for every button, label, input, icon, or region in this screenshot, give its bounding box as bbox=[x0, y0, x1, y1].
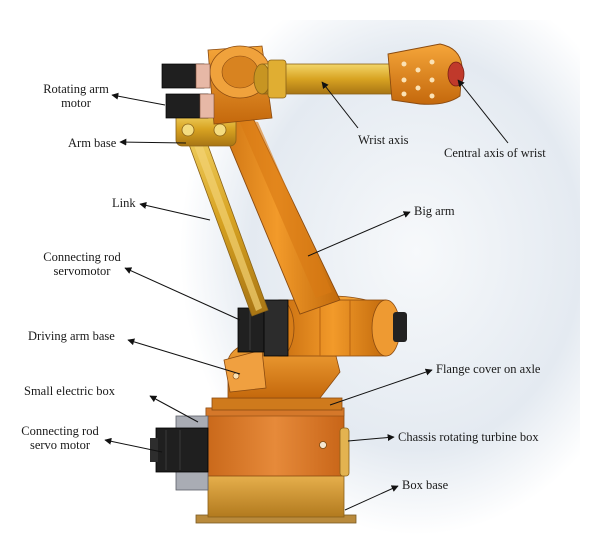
arrow-driving-arm-base bbox=[127, 338, 241, 375]
label-driving-arm-base: Driving arm base bbox=[28, 329, 115, 343]
arrow-flange-cover-on-axle bbox=[329, 368, 433, 406]
turbine-box bbox=[339, 427, 350, 477]
label-link: Link bbox=[112, 196, 136, 210]
arrow-wrist-axis bbox=[321, 81, 359, 129]
label-central-axis-of-wrist: Central axis of wrist bbox=[444, 146, 546, 160]
wrist-axis-tube bbox=[253, 59, 403, 99]
label-small-electric-box: Small electric box bbox=[24, 384, 115, 398]
arrow-connecting-rod-servomotor bbox=[124, 267, 241, 321]
arrow-central-axis-of-wrist bbox=[457, 79, 509, 144]
chassis-bolt bbox=[319, 441, 327, 449]
label-big-arm: Big arm bbox=[414, 204, 455, 218]
turntable bbox=[211, 397, 343, 411]
label-flange-cover-on-axle: Flange cover on axle bbox=[436, 362, 541, 376]
arrow-link bbox=[139, 201, 211, 221]
label-wrist-axis: Wrist axis bbox=[358, 133, 409, 147]
box-base bbox=[207, 474, 345, 518]
base-servo-motor bbox=[155, 427, 209, 473]
arrow-big-arm bbox=[307, 211, 411, 257]
arrow-chassis-rotating-turbine-box bbox=[347, 434, 395, 442]
arrow-rotating-arm-motor bbox=[111, 92, 166, 106]
label-arm-base: Arm base bbox=[68, 136, 117, 150]
arrow-connecting-rod-servo-motor bbox=[104, 437, 163, 453]
label-chassis-rotating-turbine-box: Chassis rotating turbine box bbox=[398, 430, 539, 444]
arrow-arm-base bbox=[119, 138, 187, 146]
arrow-box-base bbox=[344, 485, 399, 511]
leader-arrows bbox=[104, 79, 509, 511]
label-connecting-rod-servomotor: Connecting rod servomotor bbox=[43, 250, 121, 278]
rotating-arm-motors bbox=[161, 63, 215, 119]
label-connecting-rod-servo-motor: Connecting rod servo motor bbox=[21, 424, 99, 452]
wrist-head bbox=[387, 43, 465, 105]
label-rotating-arm-motor: Rotating arm motor bbox=[43, 82, 109, 110]
driving-arm-base bbox=[223, 349, 267, 393]
arrow-small-electric-box bbox=[149, 395, 199, 423]
robot-illustration bbox=[150, 43, 465, 524]
label-box-base: Box base bbox=[402, 478, 449, 492]
